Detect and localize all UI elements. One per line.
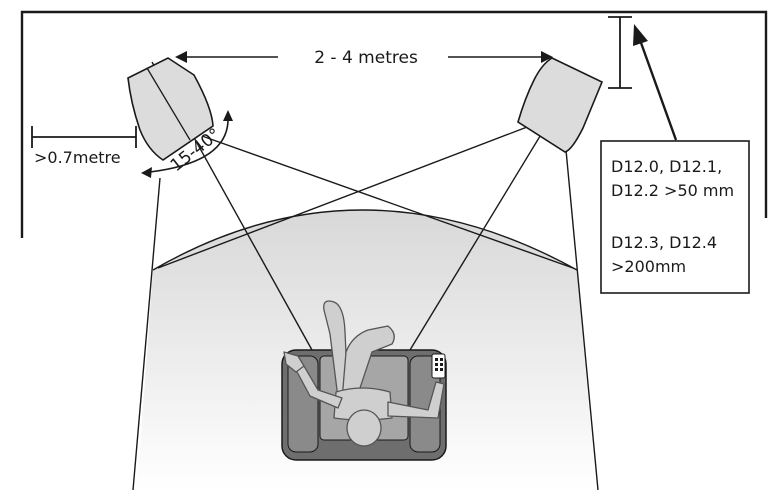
person (283, 300, 445, 447)
remote-button (440, 363, 443, 366)
angle-arrow-bottom (141, 167, 152, 178)
remote-button (435, 358, 438, 361)
remote-body (431, 353, 446, 379)
remote-button (440, 368, 443, 371)
remote-button (440, 358, 443, 361)
angle-arc (149, 116, 229, 173)
right-speaker-outer-edge (565, 149, 599, 491)
distance-arrowhead-right (541, 51, 553, 63)
distance-label: 2 - 4 metres (314, 48, 418, 68)
note-pointer-head (633, 24, 648, 46)
person-left-hand (283, 351, 305, 373)
note-pointer (638, 39, 678, 141)
person-head (346, 409, 382, 447)
left-speaker-outer-edge (132, 177, 161, 491)
left-speaker-axis (146, 67, 191, 141)
right-speaker-axis-line (409, 99, 563, 351)
remote-control (431, 353, 446, 379)
person-left-leg (323, 300, 349, 399)
remote-button (435, 368, 438, 371)
left-speaker (127, 57, 214, 161)
distance-arrowhead-left (175, 51, 187, 63)
left-speaker-cross-line (201, 135, 574, 269)
clearance-label: >0.7metre (34, 148, 121, 167)
right-speaker-cross-line (157, 123, 536, 269)
person-right-arm (387, 381, 445, 419)
person-right-leg (341, 325, 395, 401)
note-box (600, 140, 750, 294)
person-torso (333, 387, 393, 421)
angle-arrow-top (223, 110, 233, 121)
note-line-1: D12.0, D12.1, (611, 157, 722, 176)
note-line-3: D12.3, D12.4 (611, 233, 717, 252)
remote-button (435, 363, 438, 366)
note-line-4: >200mm (611, 257, 686, 276)
room-wall (20, 10, 768, 238)
right-speaker (517, 57, 604, 153)
note-line-2: D12.2 >50 mm (611, 181, 734, 200)
listening-area-top-edge (152, 209, 578, 271)
